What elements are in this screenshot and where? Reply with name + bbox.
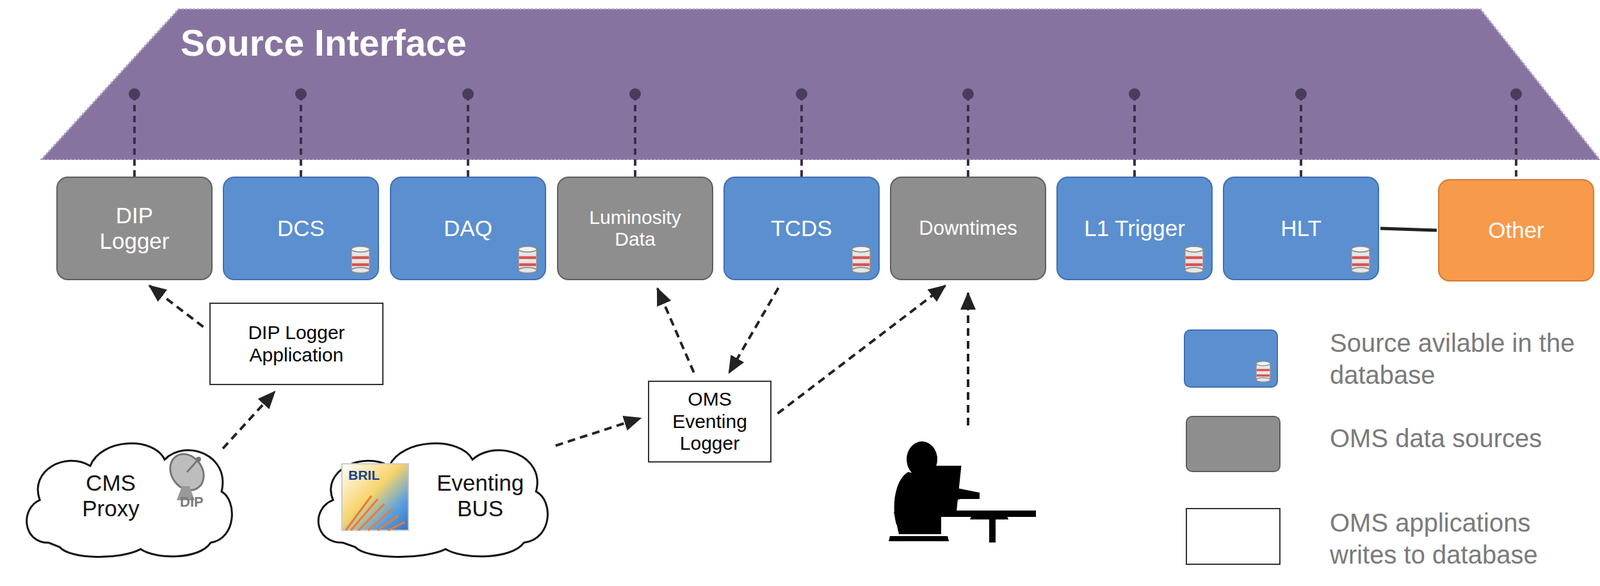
database-icon (1349, 245, 1372, 275)
node-label: DIP Logger (86, 202, 183, 255)
legend-swatch (1185, 508, 1281, 566)
database-icon (850, 245, 873, 275)
node-label: DIP Logger Application (229, 322, 364, 367)
other-source-box: Other (1438, 179, 1595, 282)
data-flow-arrow (555, 418, 641, 447)
source-cloud: Eventing BUS (308, 432, 554, 561)
database-source-box: TCDS (723, 176, 880, 281)
icon-text: DIP (179, 494, 204, 511)
node-label: Eventing BUS (428, 470, 532, 523)
user-arrow (966, 293, 970, 426)
data-flow-arrow (777, 285, 946, 414)
application-box: DIP Logger Application (209, 302, 384, 386)
node-label: Luminosity Data (574, 206, 696, 251)
node-label: TCDS (737, 215, 866, 242)
node-label: Downtimes (897, 217, 1039, 241)
legend-label: Source avilable in the database (1329, 327, 1593, 392)
data-flow-arrow (222, 391, 275, 449)
database-icon (1183, 245, 1205, 275)
source-cloud: CMS Proxy (17, 432, 237, 561)
node-label: DCS (236, 215, 365, 242)
database-icon (349, 245, 372, 275)
database-source-box: DAQ (389, 176, 547, 281)
source-interface-band: Source Interface (0, 8, 1600, 161)
logo-text: BRIL (348, 468, 380, 484)
node-label: HLT (1236, 215, 1366, 242)
node-label: CMS Proxy (72, 470, 150, 523)
node-label: Other (1452, 217, 1581, 244)
node-label: L1 Trigger (1064, 215, 1205, 242)
legend-label: OMS applications writes to database (1329, 507, 1593, 572)
data-flow-arrow (149, 286, 203, 328)
node-label: OMS Eventing Logger (662, 388, 759, 456)
cloud-outline (308, 432, 554, 561)
database-source-box: L1 Trigger (1056, 176, 1213, 281)
node-label: DAQ (404, 215, 533, 242)
legend-swatch (1185, 416, 1281, 473)
database-source-box: HLT (1222, 176, 1380, 281)
oms-source-box: DIP Logger (56, 176, 213, 281)
band-title: Source Interface (180, 22, 467, 65)
oms-source-box: Downtimes (889, 176, 1047, 281)
database-icon (516, 245, 539, 275)
database-icon (1254, 361, 1272, 383)
person-silhouette (888, 441, 1036, 543)
data-flow-arrow (729, 288, 779, 374)
legend-swatch (1183, 329, 1278, 388)
oms-source-box: Luminosity Data (557, 176, 714, 281)
legend-label: OMS data sources (1329, 422, 1593, 455)
database-source-box: DCS (222, 176, 380, 281)
data-flow-arrow (1380, 228, 1437, 231)
application-box: OMS Eventing Logger (647, 380, 772, 463)
data-flow-arrow (657, 288, 695, 373)
